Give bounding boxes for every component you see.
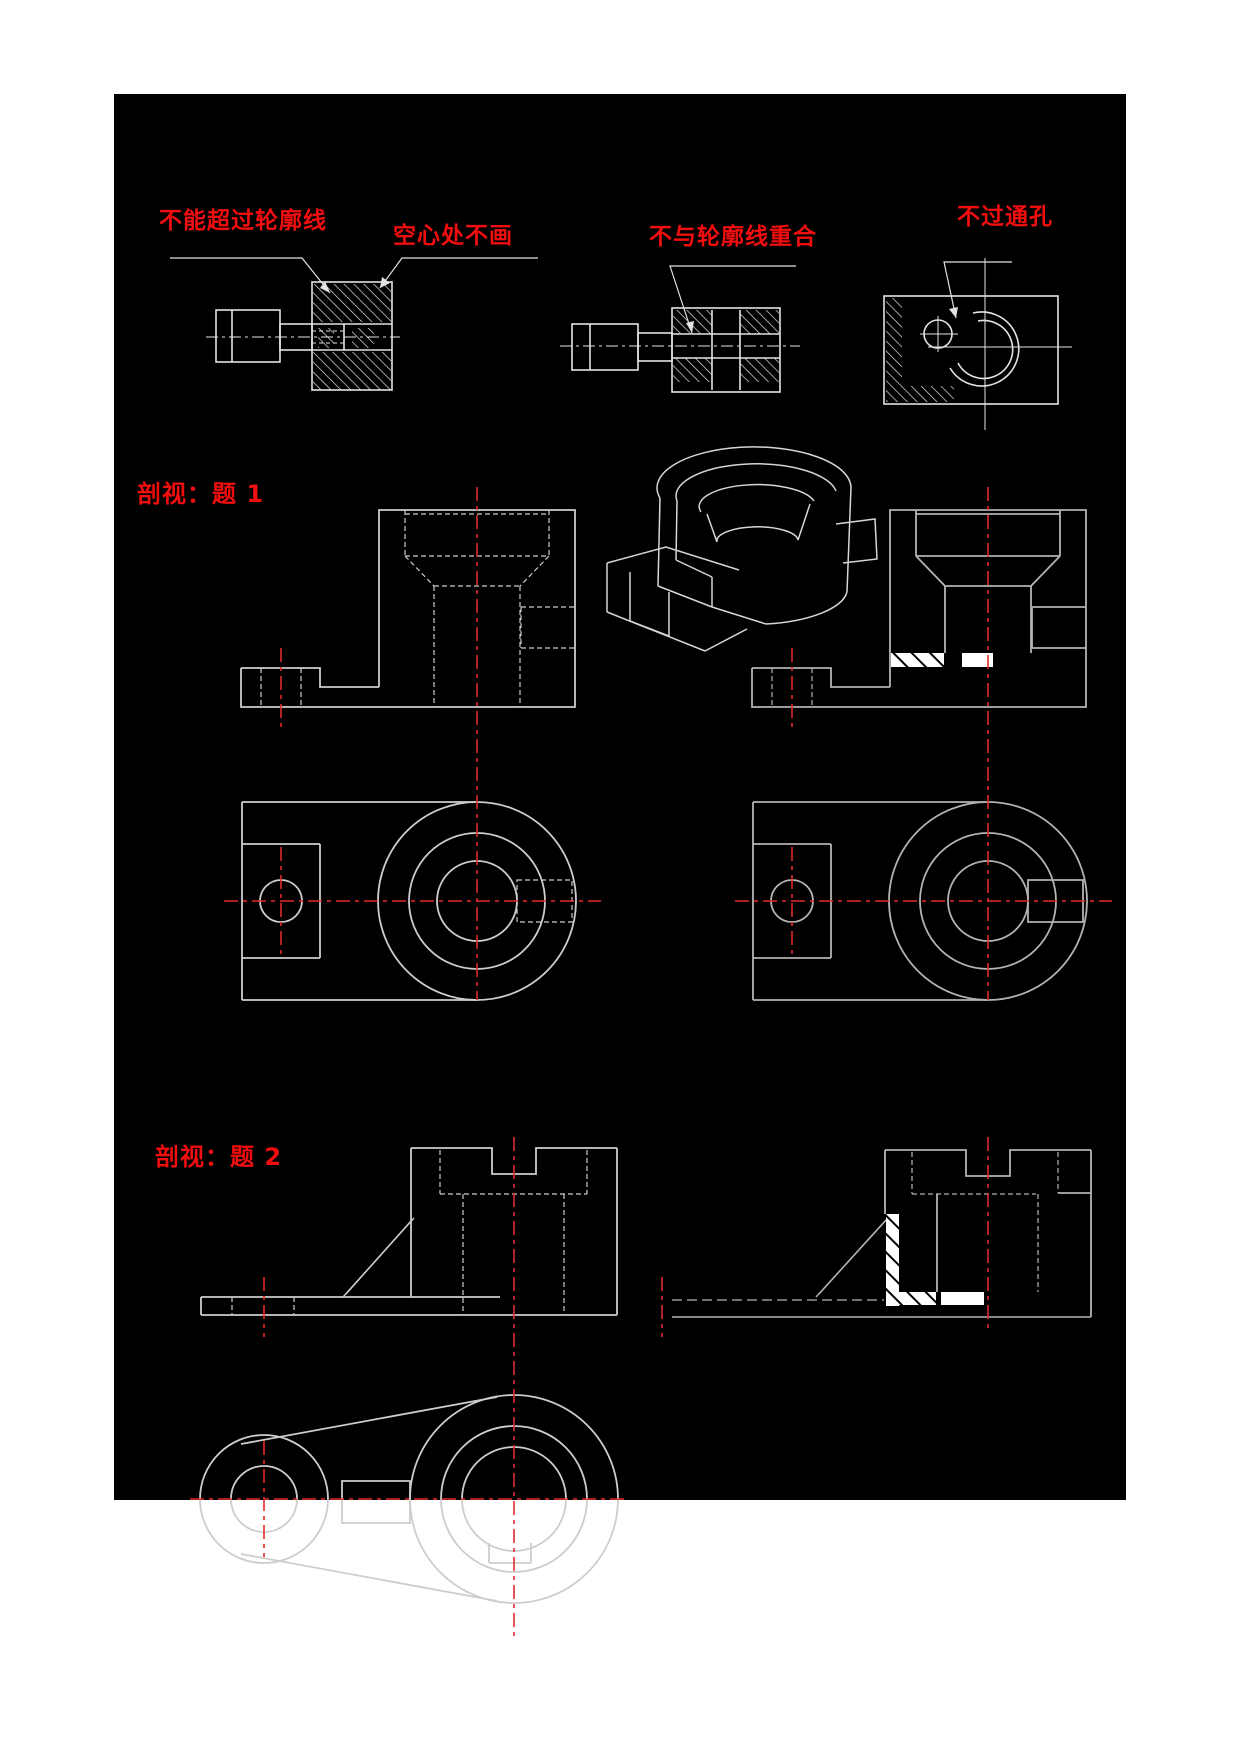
- hatched-section-band: [886, 1214, 899, 1306]
- annotation-rule-1: 不能超过轮廓线: [159, 208, 327, 234]
- section1-title: 剖视：题 1: [137, 480, 265, 508]
- hatched-section-band: [886, 1292, 936, 1305]
- section2-title: 剖视：题 2: [155, 1143, 283, 1171]
- centerlines: [190, 487, 1112, 1640]
- arrowhead: [949, 307, 958, 318]
- error-example-bolt-blind-hole: [206, 281, 400, 391]
- hatched-section-band: [891, 653, 944, 667]
- p2-given-front-view: [200, 1147, 618, 1316]
- section-hole-band: [941, 1292, 984, 1305]
- section-hatch: [886, 298, 902, 402]
- section-hole-band: [962, 653, 993, 667]
- section-hatch: [673, 310, 712, 334]
- section-hatch: [902, 386, 954, 402]
- section-hatch: [740, 310, 779, 334]
- section-hatch: [740, 358, 779, 382]
- rib-edge: [342, 1217, 415, 1298]
- error-example-stud-block: [883, 258, 1072, 430]
- error-example-bolt-through-hole: [560, 307, 800, 393]
- hidden-lines: [771, 668, 813, 707]
- keyway: [488, 1543, 532, 1564]
- section-hatch: [673, 358, 712, 382]
- wrong-hatch: [352, 328, 374, 348]
- rib-edge: [815, 1217, 889, 1298]
- rib-outline: [341, 1480, 411, 1524]
- visible-slot: [1027, 879, 1084, 923]
- canvas-background: [114, 94, 1126, 1500]
- annotation-rule-2: 空心处不画: [393, 223, 513, 249]
- p1-pictorial-view: [606, 446, 878, 652]
- annotation-rule-4: 不过通孔: [957, 204, 1053, 230]
- annotation-rule-3: 不与轮廓线重合: [649, 224, 817, 250]
- hidden-lines: [911, 1152, 1059, 1292]
- p1-answer-front-view: [751, 509, 1087, 708]
- hidden-slot: [516, 879, 573, 923]
- section-hatch: [313, 284, 391, 322]
- section-hatch: [313, 352, 391, 390]
